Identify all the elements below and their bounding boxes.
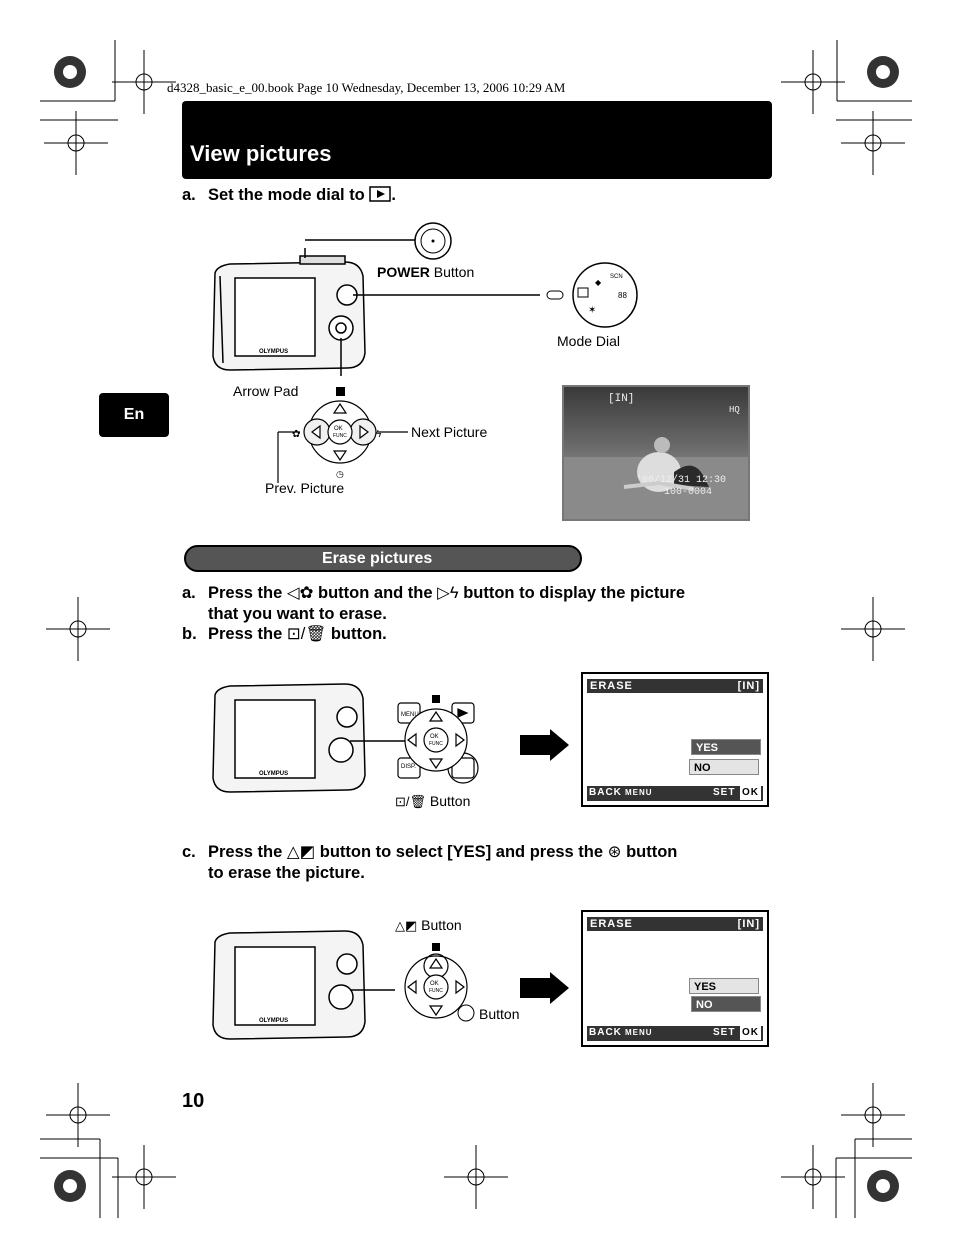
power-button-caption: POWER Button <box>377 264 475 280</box>
erase-step-a: a. Press the ◁✿ button and the ▷ϟ button… <box>182 583 772 627</box>
registration-crosshairs <box>44 50 905 1209</box>
self-timer-icon: ◷ <box>336 469 344 479</box>
quality-indicator: HQ <box>729 405 740 415</box>
svg-text:OLYMPUS: OLYMPUS <box>259 771 288 777</box>
no-option[interactable]: NO <box>691 996 761 1012</box>
prev-picture-caption: Prev. Picture <box>265 480 345 496</box>
book-header: d4328_basic_e_00.book Page 10 Wednesday,… <box>167 80 566 95</box>
left-macro-icon: ◁✿ <box>286 584 314 602</box>
erase-icon: ⊡/🗑 <box>286 625 327 643</box>
sunburst-marks <box>54 56 899 1202</box>
svg-text:OLYMPUS: OLYMPUS <box>259 349 288 355</box>
ok-func-icon: ⊛ <box>607 843 622 861</box>
page-number: 10 <box>182 1090 205 1112</box>
no-option[interactable]: NO <box>689 759 759 775</box>
up-exposure-icon: △◩ <box>286 843 316 861</box>
playback-icon <box>369 186 392 202</box>
select-camera-diagram: OLYMPUS OK FUNC <box>212 930 569 1040</box>
right-flash-icon: ▷ϟ <box>437 584 459 602</box>
arrow-pad-diagram: OK FUNC ✿ ϟ ◷ <box>277 387 408 483</box>
arrow-right-icon <box>520 729 569 761</box>
step-label: a. <box>182 584 196 602</box>
arrow-pad-caption: Arrow Pad <box>233 383 299 399</box>
next-picture-caption: Next Picture <box>411 424 488 440</box>
yes-option[interactable]: YES <box>689 978 759 994</box>
step-text: Set the mode dial to . <box>208 186 396 204</box>
ok-label: OK <box>334 426 343 432</box>
step-label: b. <box>182 625 197 643</box>
erase-header: ERASE[IN] <box>587 679 763 693</box>
woman-reading-image <box>564 437 748 519</box>
ok-label: OK <box>430 734 439 740</box>
ok-label: OK <box>430 981 439 987</box>
page-title: View pictures <box>190 141 332 166</box>
erase-button-caption: ⊡/🗑 Button <box>395 793 471 809</box>
camera-diagram: OLYMPUS ◆ ✶ SCN 88 <box>212 222 638 376</box>
photo-file-number: 100-0004 <box>664 487 713 498</box>
disp-button-label: DISP. <box>401 764 416 770</box>
erase-header: ERASE[IN] <box>587 917 763 931</box>
svg-text:88: 88 <box>618 291 627 300</box>
ok-button-caption: Button <box>479 1006 520 1022</box>
step-text: Press the ⊡/🗑 button. <box>208 625 387 643</box>
memory-indicator: [IN] <box>608 393 635 405</box>
title-bar: View pictures <box>182 101 772 179</box>
step-label: a. <box>182 186 196 204</box>
svg-text:SCN: SCN <box>610 274 623 280</box>
erase-step-b: b. Press the ⊡/🗑 button. <box>182 624 482 646</box>
yes-option[interactable]: YES <box>691 739 761 755</box>
mode-dial-caption: Mode Dial <box>557 333 621 349</box>
svg-text:FUNC: FUNC <box>333 433 347 439</box>
step-text: Press the ◁✿ button and the ▷ϟ button to… <box>208 584 686 623</box>
erase-step-c: c. Press the △◩ button to select [YES] a… <box>182 842 772 886</box>
func-label: FUNC <box>429 988 443 994</box>
section-heading: Erase pictures <box>184 545 582 572</box>
flash-icon: ϟ <box>376 429 382 440</box>
language-tab: En <box>99 393 169 437</box>
svg-text:◆: ◆ <box>595 278 602 287</box>
svg-text:OLYMPUS: OLYMPUS <box>259 1018 288 1024</box>
step-text: Press the △◩ button to select [YES] and … <box>208 843 678 882</box>
up-button-caption: △◩ Button <box>395 917 462 933</box>
step-label: c. <box>182 843 196 861</box>
view-step-a: a. Set the mode dial to . <box>182 185 482 207</box>
svg-text:✶: ✶ <box>588 305 596 316</box>
erase-camera-diagram: OLYMPUS MENU DISP. OK FUNC <box>212 683 569 793</box>
func-label: FUNC <box>429 741 443 747</box>
macro-icon: ✿ <box>292 429 300 440</box>
photo-datetime: '06/12/31 12:30 <box>636 475 727 486</box>
sample-photo: [IN] HQ '06/12/31 12:30 100-0004 <box>562 385 750 521</box>
arrow-right-icon <box>520 972 569 1004</box>
menu-button-label: MENU <box>401 712 419 718</box>
section-title: Erase pictures <box>322 550 433 567</box>
